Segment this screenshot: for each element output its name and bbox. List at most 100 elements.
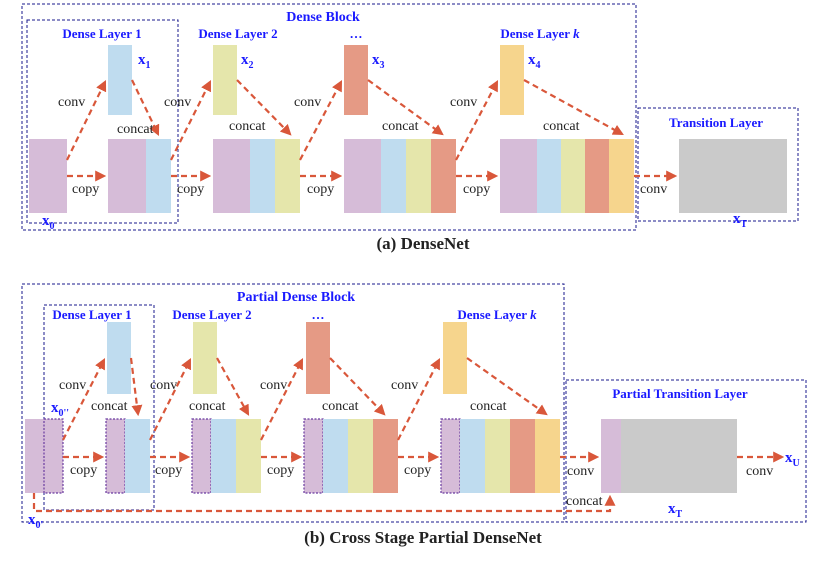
csp-concat3-part-x1 [323,419,348,493]
csp-copy-label-4: copy [404,463,431,478]
concat4-part-x3 [585,139,609,213]
dense-layer-1-frame [26,19,179,224]
feature-x1 [108,45,132,115]
csp-concat4-part-x1 [460,419,485,493]
xU-label: xU [785,450,800,469]
partial-transition-output [621,419,737,493]
concat3-part-x3 [431,139,456,213]
csp-conv-arrow-4 [397,358,441,441]
concat2-part-x2 [275,139,300,213]
concat4-part-x0 [500,139,537,213]
concat-arrow-3 [367,79,444,136]
csp-feature-x1 [107,322,131,394]
csp-concat4-part-x4 [535,419,560,493]
conv-arrow-2 [170,80,211,161]
transition-layer-frame [637,107,799,222]
dense-layer-2-title: Dense Layer 2 [198,26,277,41]
x4-label: x4 [528,52,541,71]
csp-concat4-part-x2 [485,419,510,493]
xT-label: xT [733,211,748,230]
ellipsis-label: … [350,26,363,41]
csp-conv-label-1: conv [59,378,86,393]
dense-block-frame [21,3,637,231]
csp-conv-label-2: conv [150,378,177,393]
csp-concat3-part-x3 [373,419,398,493]
csp-feature-x2 [193,322,217,394]
x2-label: x2 [241,52,254,71]
concat-arrow-4 [523,79,624,136]
feature-x2 [213,45,237,115]
csp-dense-layer-k-title: Dense Layer k [457,307,537,322]
copy-label-2: copy [177,182,204,197]
feature-x0 [29,139,67,213]
dense-layer-1-title: Dense Layer 1 [62,26,141,41]
csp-copy-label-1: copy [70,463,97,478]
csp-concat-arrow-1 [129,357,143,417]
cross-stage-bypass-arrow [32,493,616,513]
concat4-part-x2 [561,139,585,213]
cspnet-panel: Partial Dense Block Dense Layer 1 Dense … [21,283,807,547]
densenet-panel: Dense Block Dense Layer 1 Dense Layer 2 … [21,3,799,253]
concat3-part-x1 [381,139,406,213]
x0-label: x0 [42,213,55,232]
csp-conv-arrow-2 [149,358,191,441]
csp-copy-label-2: copy [155,463,182,478]
concat-label-3: concat [382,119,419,134]
csp-concat1-part-x1 [125,419,150,493]
concat1-part-x0 [108,139,146,213]
csp-ellipsis-label: … [312,307,325,322]
dense-block-title: Dense Block [286,10,360,25]
concat-label-2: concat [229,119,266,134]
csp-concat1-part-x0pp [105,418,126,494]
csp-concat-label-2: concat [189,399,226,414]
copy-label-4: copy [463,182,490,197]
csp-conv-arrow-1 [62,358,106,441]
csp-concat-label-1: concat [91,399,128,414]
concat-label-4: concat [543,119,580,134]
csp-dense-layer-2-title: Dense Layer 2 [172,307,251,322]
copy-label-1: copy [72,182,99,197]
caption-b: (b) Cross Stage Partial DenseNet [304,528,542,547]
conv-arrow-4 [455,80,499,161]
concat2-part-x1 [250,139,275,213]
csp-conv-arrow-3 [260,358,304,441]
csp-dense-layer-1-title: Dense Layer 1 [52,307,131,322]
csp-concat-label-3: concat [322,399,359,414]
csp-conv-label-4: conv [391,378,418,393]
dense-layer-k-title: Dense Layer k [500,26,580,41]
csp-output-conv-label: conv [746,464,773,479]
copy-label-3: copy [307,182,334,197]
concat2-part-x0 [213,139,250,213]
csp-concat4-part-x0pp [440,418,461,494]
conv-label-1: conv [58,95,85,110]
csp-concat-arrow-4 [466,357,548,416]
conv-label-3: conv [294,95,321,110]
csp-concat-label-4: concat [470,399,507,414]
partial-transition-layer-title: Partial Transition Layer [612,386,748,401]
partial-dense-block-title: Partial Dense Block [237,290,355,305]
conv-arrow-1 [66,80,107,161]
feature-x3 [344,45,368,115]
partial-dense-block-frame [21,283,565,523]
concat3-part-x2 [406,139,431,213]
x0p-label: x0' [28,512,44,531]
partial-transition-part-x0p [601,419,621,493]
transition-conv-label: conv [640,182,667,197]
conv-label-4: conv [450,95,477,110]
partial-transition-layer-frame [565,379,807,523]
csp-copy-label-3: copy [267,463,294,478]
conv-arrow-3 [299,80,343,161]
csp-concat2-part-x1 [211,419,236,493]
csp-feature-x3 [306,322,330,394]
csp-concat4-part-x3 [510,419,535,493]
conv-label-2: conv [164,95,191,110]
csp-conv-label-3: conv [260,378,287,393]
concat-arrow-2 [236,79,292,136]
csp-concat3-part-x2 [348,419,373,493]
transition-layer-title: Transition Layer [669,115,763,130]
caption-a: (a) DenseNet [377,234,470,253]
x0pp-label: x0'' [51,400,69,419]
csp-concat2-part-x0pp [191,418,212,494]
xT-csp-label: xT [668,501,683,520]
